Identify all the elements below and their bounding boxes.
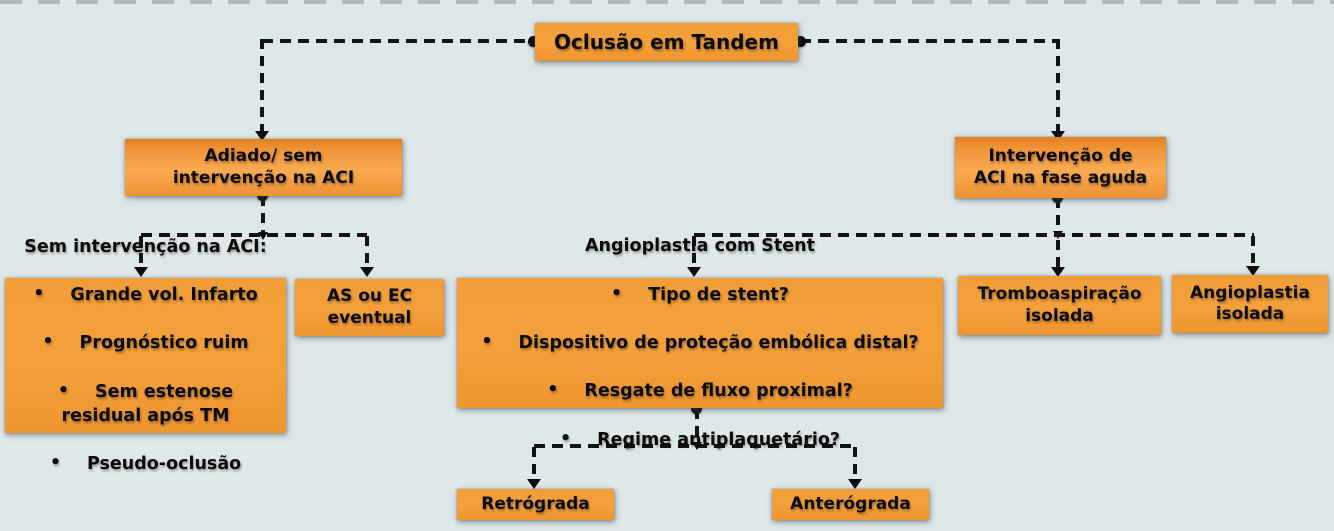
connector-drop-tromboaspiracao xyxy=(1056,240,1060,268)
connector-drop-sem-intervencao xyxy=(139,236,143,268)
connector-right-split-horizontal xyxy=(694,233,1254,237)
arrow-down-icon xyxy=(134,267,148,277)
arrow-down-icon xyxy=(1246,266,1260,276)
connector-left-split-horizontal xyxy=(141,233,367,237)
bullet-text: Dispositivo de proteção embólica distal? xyxy=(518,332,919,353)
bullet-icon: • xyxy=(57,380,70,401)
arrow-down-icon xyxy=(1051,131,1065,141)
arrow-down-icon xyxy=(360,267,374,277)
bullet-text: Pseudo-oclusão xyxy=(87,454,242,475)
bullet-item: • Prognóstico ruim xyxy=(42,307,248,355)
node-angioplastia-isolada: Angioplastia isolada xyxy=(1172,275,1328,333)
connector-bottom-split-horizontal xyxy=(534,444,856,448)
bullet-text: Grande vol. Infarto xyxy=(70,285,258,306)
bullet-item: •Sem estenose residual após TM xyxy=(58,356,233,428)
node-title: Sem intervenção na ACI: xyxy=(24,236,267,257)
bullet-item: • Grande vol. Infarto xyxy=(33,259,258,307)
connector-right-vertical xyxy=(1056,39,1060,133)
connector-drop-angioplastia-isolada xyxy=(1251,236,1255,268)
junction-dot-root-right xyxy=(795,36,806,47)
node-angioplastia-com-stent: Angioplastia com Stent • Tipo de stent? •… xyxy=(457,236,943,450)
bullet-text: Resgate de fluxo proximal? xyxy=(584,381,853,402)
connector-left-vertical xyxy=(260,39,264,133)
connector-drop-retrograda xyxy=(532,447,536,481)
bullet-item: • Pseudo-oclusão xyxy=(50,428,241,476)
bullet-text: Tipo de stent? xyxy=(648,284,789,305)
node-tromboaspiracao-isolada: Tromboaspiração isolada xyxy=(958,276,1161,335)
bullet-text: Sem estenose residual após TM xyxy=(61,381,234,426)
connector-drop-as-ec xyxy=(365,236,369,268)
node-sem-intervencao-detalhes: Sem intervenção na ACI: • Grande vol. Inf… xyxy=(5,237,286,474)
node-oclusao-em-tandem: Oclusão em Tandem xyxy=(535,23,798,61)
arrow-down-icon xyxy=(1051,267,1065,277)
arrow-down-icon xyxy=(687,267,701,277)
node-adiado-sem-intervencao: Adiado/ sem intervenção na ACI xyxy=(125,139,402,196)
node-intervencao-fase-aguda: Intervenção de ACI na fase aguda xyxy=(955,137,1166,198)
connector-drop-stent xyxy=(692,236,696,268)
node-title: Angioplastia com Stent xyxy=(585,236,815,257)
connector-drop-anterograda xyxy=(853,447,857,481)
arrow-down-icon xyxy=(848,479,862,489)
connector-adiado-down xyxy=(261,196,265,234)
top-edge-dashed-line xyxy=(0,0,1334,4)
bullet-icon: • xyxy=(547,380,559,401)
connector-intervencao-down xyxy=(1056,198,1060,232)
bullet-icon: • xyxy=(42,332,54,353)
bullet-text: Regime antiplaquetário? xyxy=(597,429,841,450)
bullet-item: • Regime antiplaquetário? xyxy=(560,403,840,451)
connector-stent-down xyxy=(695,409,699,444)
bullet-item: • Dispositivo de proteção embólica distal… xyxy=(481,307,918,355)
bullet-icon: • xyxy=(559,428,572,449)
bullet-icon: • xyxy=(49,453,61,474)
connector-root-left-horizontal xyxy=(262,39,535,43)
node-as-ou-ec-eventual: AS ou EC eventual xyxy=(295,279,444,336)
bullet-text: Prognóstico ruim xyxy=(79,333,249,354)
bullet-icon: • xyxy=(33,284,45,305)
bullet-icon: • xyxy=(611,283,623,304)
arrow-down-icon xyxy=(255,131,269,141)
node-anterograda: Anterógrada xyxy=(772,489,929,520)
bullet-icon: • xyxy=(481,331,493,352)
junction-dot-root-left xyxy=(528,36,539,47)
node-retrograda: Retrógrada xyxy=(457,489,614,520)
arrow-down-icon xyxy=(527,479,541,489)
connector-root-right-horizontal xyxy=(800,39,1058,43)
bullet-item: • Resgate de fluxo proximal? xyxy=(547,355,853,403)
junction-dot-stent-bottom xyxy=(691,403,702,414)
bullet-item: • Tipo de stent? xyxy=(611,259,789,307)
